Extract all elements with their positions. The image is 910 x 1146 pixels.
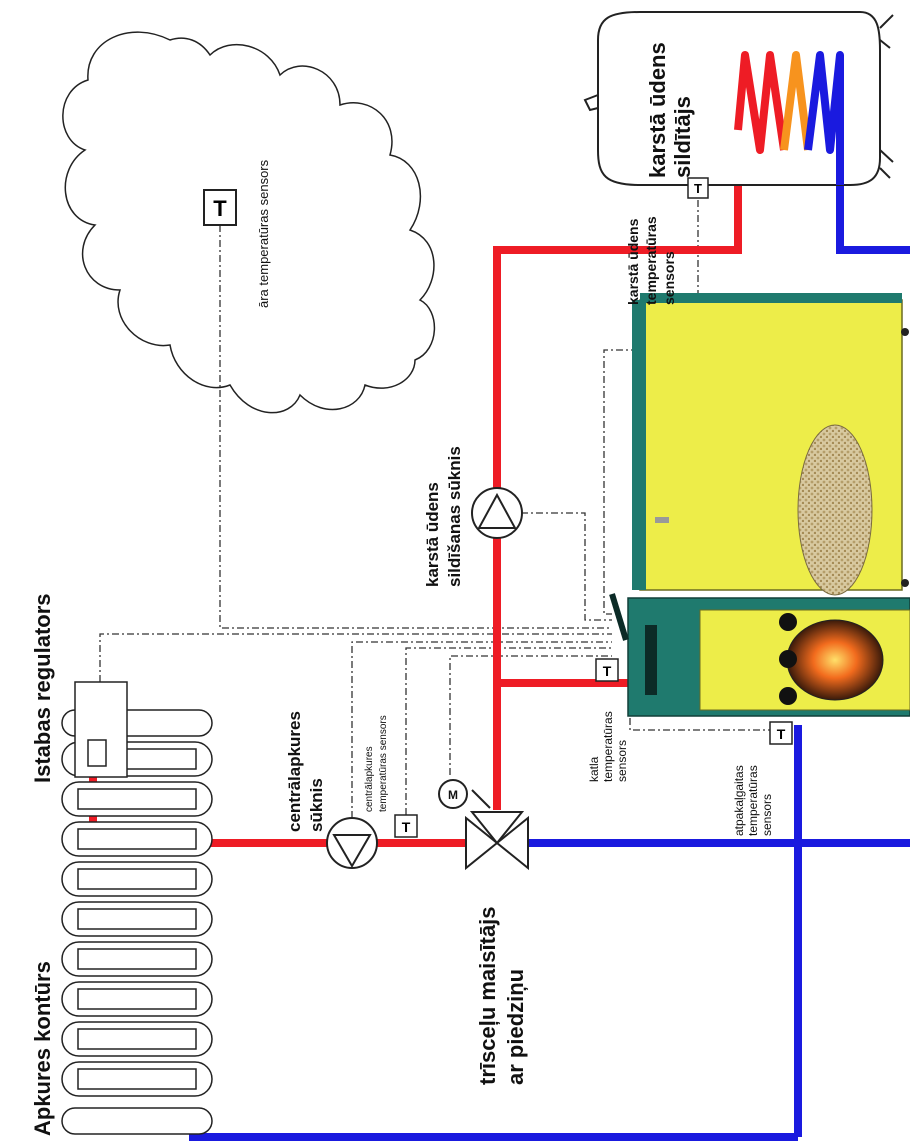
sensor-letter: T: [694, 181, 702, 196]
sensor-letter: T: [402, 819, 411, 835]
central-heating-temp-sensor: T: [394, 814, 418, 838]
label-return-sensor-1: atpakaļgaitas: [732, 765, 746, 836]
return-temp-sensor: T: [769, 721, 793, 745]
coil-hot: [734, 51, 788, 154]
pellet-window: [797, 424, 873, 596]
sensor-letter: T: [603, 663, 612, 679]
three-way-valve: [465, 789, 529, 871]
label-ch-pump-2: sūknis: [307, 778, 326, 832]
label-dhw-sensor-2: temperatūras: [643, 216, 659, 305]
label-mixing-valve-2: ar piedziņu: [503, 969, 528, 1085]
label-mixing-valve-1: trīsceļu maisītājs: [475, 906, 500, 1085]
label-dhw-sensor-3: sensors: [661, 251, 677, 305]
label-ch-sensor-1: centrālapkures: [364, 746, 375, 812]
label-ch-pump-1: centrālapkures: [285, 711, 304, 832]
label-return-sensor-2: temperatūras: [746, 765, 760, 836]
label-dhw-pump-1: karstā ūdens: [423, 482, 442, 587]
label-dhw-sensor-1: karstā ūdens: [625, 218, 641, 305]
label-outdoor-sensor: āra temperatūras sensors: [256, 159, 271, 308]
outdoor-temp-sensor: T: [203, 189, 237, 226]
label-boiler-sensor-2: temperatūras: [601, 711, 615, 782]
coil-cold: [804, 51, 844, 185]
sensor-letter: T: [213, 196, 227, 221]
control-wiring: [99, 200, 770, 818]
boiler-temp-sensor: T: [595, 658, 619, 682]
label-dhw-tank-2: sildītājs: [670, 96, 695, 178]
radiator: [61, 709, 213, 1135]
dhw-temp-sensor: T: [687, 177, 709, 199]
room-regulator: [74, 681, 128, 778]
label-boiler-sensor-1: katla: [587, 756, 601, 782]
label-boiler-sensor-3: sensors: [615, 740, 629, 782]
label-room-regulator: Istabas regulators: [30, 593, 55, 783]
dhw-pump: [471, 487, 523, 539]
label-heating-circuit: Apkures kontūrs: [30, 961, 55, 1136]
valve-motor: M: [438, 779, 468, 809]
boiler: [609, 293, 910, 717]
label-return-sensor-3: sensors: [760, 794, 774, 836]
sensor-letter: T: [777, 726, 786, 742]
label-dhw-pump-2: sildīšanas sūknis: [445, 446, 464, 587]
coil-mid: [780, 51, 812, 151]
motor-letter: M: [448, 788, 458, 802]
central-heating-pump: [326, 817, 378, 869]
label-dhw-tank-1: karstā ūdens: [645, 42, 670, 178]
label-ch-sensor-2: temperatūras sensors: [378, 715, 389, 812]
fire-window: [786, 619, 884, 701]
outdoor-cloud: [62, 31, 436, 414]
dhw-tank: [583, 11, 894, 186]
